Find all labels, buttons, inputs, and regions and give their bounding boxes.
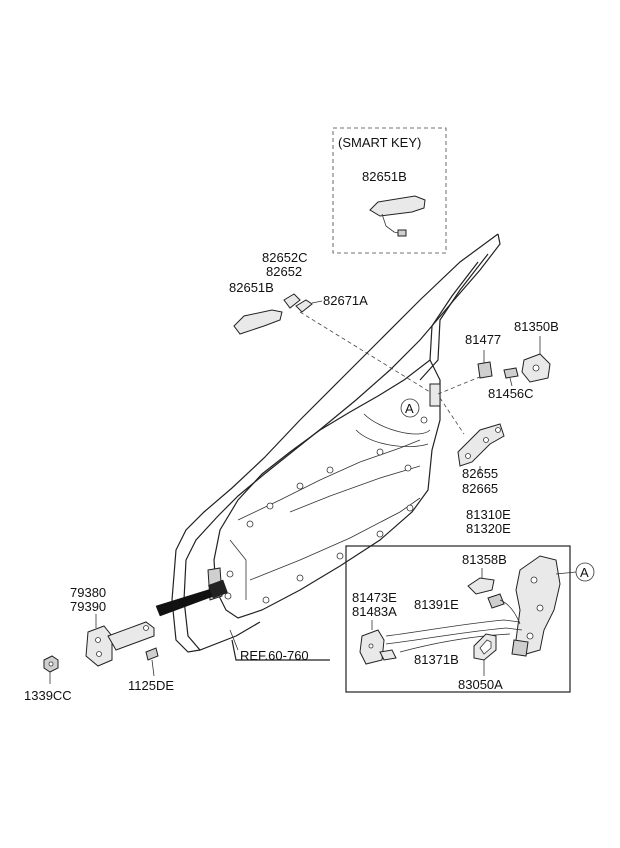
part-81350B-label: 81350B <box>514 319 559 334</box>
part-81483A-label: 81483A <box>352 604 397 619</box>
inside-handle-bracket: 82655 82665 <box>457 423 505 496</box>
door-checker-arm <box>107 621 155 651</box>
marker-a-right <box>575 562 595 582</box>
part-82671A-label: 82671A <box>323 293 368 308</box>
smart-key-group: (SMART KEY) 82651B <box>332 127 447 254</box>
part-79390-label: 79390 <box>70 599 106 614</box>
part-81320E-label: 81320E <box>466 521 511 536</box>
part-82655-label: 82655 <box>462 466 498 481</box>
ref-label: REF.60-760 <box>240 648 309 663</box>
handle-gasket <box>295 299 313 313</box>
part-82665-label: 82665 <box>462 481 498 496</box>
part-81371B-label: 81371B <box>414 652 459 667</box>
part-1125DE-label: 1125DE <box>128 678 174 693</box>
door-panel <box>171 233 501 653</box>
bolt-1125DE <box>145 647 159 661</box>
door-latch <box>515 555 561 655</box>
screw-81456C <box>503 367 519 379</box>
part-83050A-label: 83050A <box>458 677 503 692</box>
outside-handle-group: 82652C 82652 82651B 82671A <box>229 250 431 393</box>
lock-assembly-box <box>345 545 571 693</box>
smart-key-box <box>332 127 447 254</box>
part-81358B-label: 81358B <box>462 552 507 567</box>
outside-handle <box>233 309 283 335</box>
part-82652C-label: 82652C <box>262 250 308 265</box>
handle-cover <box>283 293 301 309</box>
reference-callout: REF.60-760 <box>231 639 330 663</box>
smart-key-handle <box>369 195 426 237</box>
marker-a-door-label: A <box>405 401 414 416</box>
part-81391E-label: 81391E <box>414 597 459 612</box>
door-checker-group: 79380 79390 1339CC 1125DE <box>24 579 228 703</box>
lock-assembly-group: 81310E 81320E 81358B 81473E 81483A 81391… <box>345 507 577 693</box>
part-79380-label: 79380 <box>70 585 106 600</box>
bolt-81477 <box>477 361 493 379</box>
part-81473E-label: 81473E <box>352 590 397 605</box>
part-1339CC-label: 1339CC <box>24 688 72 703</box>
part-82651B-smart-label: 82651B <box>362 169 407 184</box>
right-parts-group: 81477 81350B 81456C <box>465 319 559 401</box>
smart-key-label: (SMART KEY) <box>338 135 421 150</box>
marker-a-right-label: A <box>580 565 589 580</box>
part-81310E-label: 81310E <box>466 507 511 522</box>
part-82651B-label: 82651B <box>229 280 274 295</box>
door-hinge <box>85 625 113 667</box>
part-82652-label: 82652 <box>266 264 302 279</box>
actuator-81358B <box>467 577 495 595</box>
part-81456C-label: 81456C <box>488 386 534 401</box>
part-81477-label: 81477 <box>465 332 501 347</box>
marker-a-door <box>400 398 420 418</box>
